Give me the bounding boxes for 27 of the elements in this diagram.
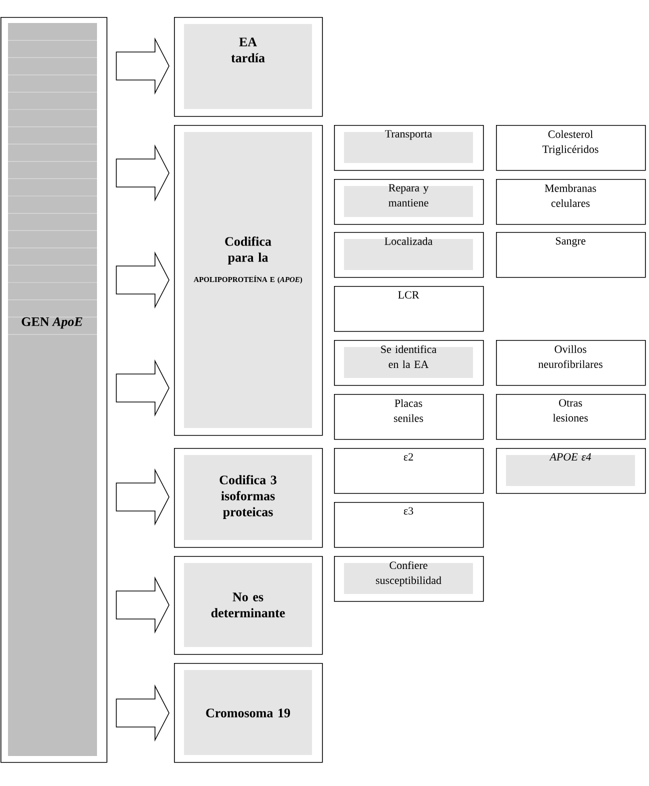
block-arrow [116,468,170,526]
block-arrow [116,144,170,202]
block-arrow [116,359,170,417]
text-box: Otras lesiones [496,394,646,440]
block-arrow [116,576,170,634]
text-box: APOE ε4 [496,448,646,494]
block-arrow [116,684,170,742]
text-box: Localizada [334,232,484,278]
text-box: Se identifica en la EA [334,340,484,386]
text-box: Confiere susceptibilidad [334,556,484,602]
text-box: No es determinante [174,556,323,655]
text-box: Colesterol Triglicéridos [496,125,646,171]
gene-bar: GEN ApoE [0,17,108,763]
text-box: Placas seniles [334,394,484,440]
text-box: Membranas celulares [496,179,646,225]
text-box: ε2 [334,448,484,494]
text-box: EA tardía [174,17,323,117]
text-box: ε3 [334,502,484,548]
text-box: Sangre [496,232,646,278]
text-box: Transporta [334,125,484,171]
text-box: Ovillos neurofibrilares [496,340,646,386]
block-arrow [116,251,170,309]
text-box: LCR [334,286,484,332]
block-arrow [116,37,170,95]
text-box: Repara y mantiene [334,179,484,225]
text-box: Codifica 3 isoformas proteicas [174,448,323,548]
text-box: Cromosoma 19 [174,663,323,763]
